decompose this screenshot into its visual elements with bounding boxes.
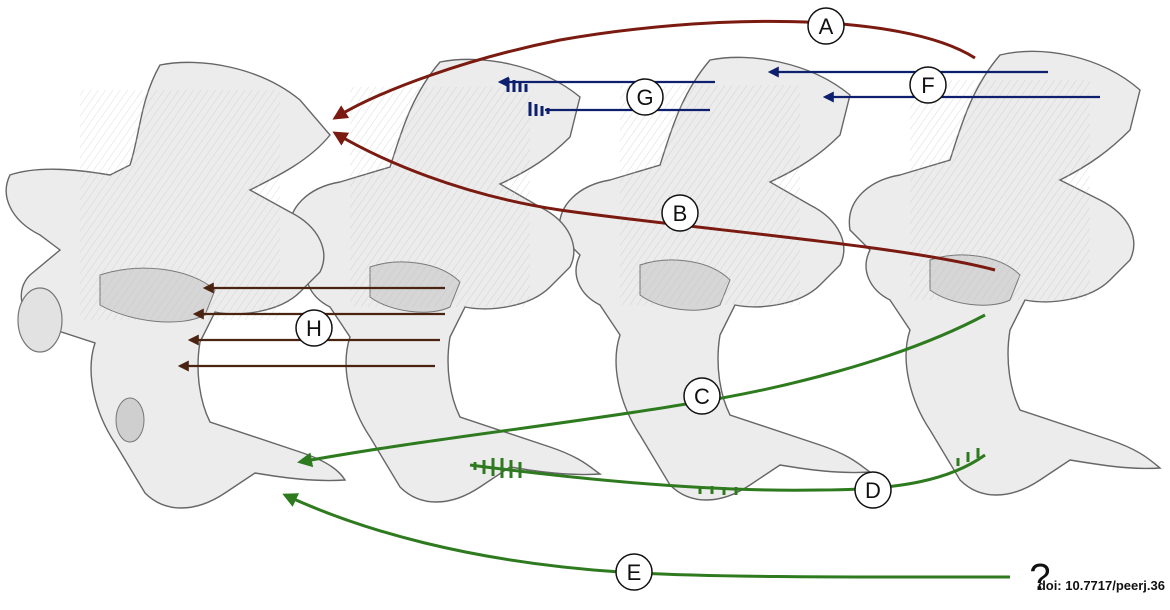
unknown-origin-mark: ?	[1029, 557, 1050, 599]
vertebra-2	[288, 58, 603, 503]
label-d-text: D	[865, 478, 881, 503]
label-h: H	[295, 309, 333, 347]
doi-label: doi: 10.7717/peerj.36	[1038, 578, 1165, 593]
label-c-text: C	[694, 384, 710, 409]
label-e-text: E	[627, 560, 642, 585]
arrow-b	[332, 131, 996, 272]
green-hatch-marks	[473, 448, 980, 495]
label-g-text: G	[636, 85, 653, 110]
arrow-a	[332, 19, 976, 120]
blue-hatch-marks	[506, 78, 550, 116]
label-g: G	[626, 78, 664, 116]
label-h-text: H	[306, 316, 322, 341]
label-c: C	[683, 377, 721, 415]
label-f-text: F	[921, 73, 934, 98]
arrow-c	[297, 313, 986, 468]
vertebra-4	[848, 50, 1162, 496]
label-b: B	[661, 194, 699, 232]
label-e: E	[615, 553, 653, 591]
vertebra-3	[558, 56, 873, 501]
arrow-d	[469, 453, 986, 492]
arrows-blue	[497, 66, 1100, 116]
label-a-text: A	[819, 14, 834, 39]
label-d: D	[854, 471, 892, 509]
label-a: A	[807, 7, 845, 45]
label-b-text: B	[673, 201, 688, 226]
vertebra-1	[5, 61, 347, 509]
arrows-red	[332, 19, 996, 272]
label-f: F	[909, 66, 947, 104]
